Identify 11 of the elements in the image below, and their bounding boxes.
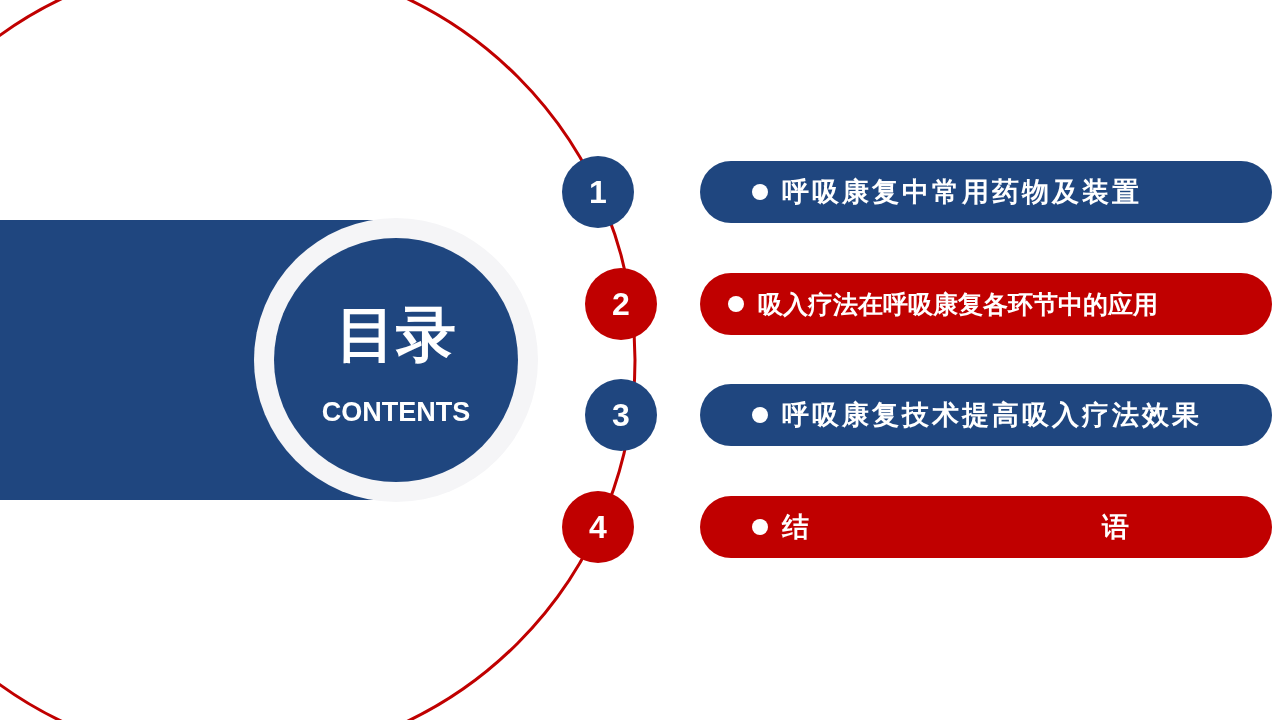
number-circle: 4	[562, 491, 634, 563]
subtitle-text: CONTENTS	[321, 396, 471, 428]
menu-item-text: 语	[1102, 510, 1132, 544]
menu-item-text: 吸入疗法在呼吸康复各环节中的应用	[758, 288, 1158, 321]
number-circle: 2	[585, 268, 657, 340]
menu-item-text: 呼吸康复技术提高吸入疗法效果	[782, 398, 1202, 432]
menu-item-text: 结	[782, 510, 812, 544]
number-circle: 3	[585, 379, 657, 451]
title-text: 目录	[336, 300, 456, 367]
number-circle: 1	[562, 156, 634, 228]
menu-item-text: 呼吸康复中常用药物及装置	[782, 175, 1142, 209]
